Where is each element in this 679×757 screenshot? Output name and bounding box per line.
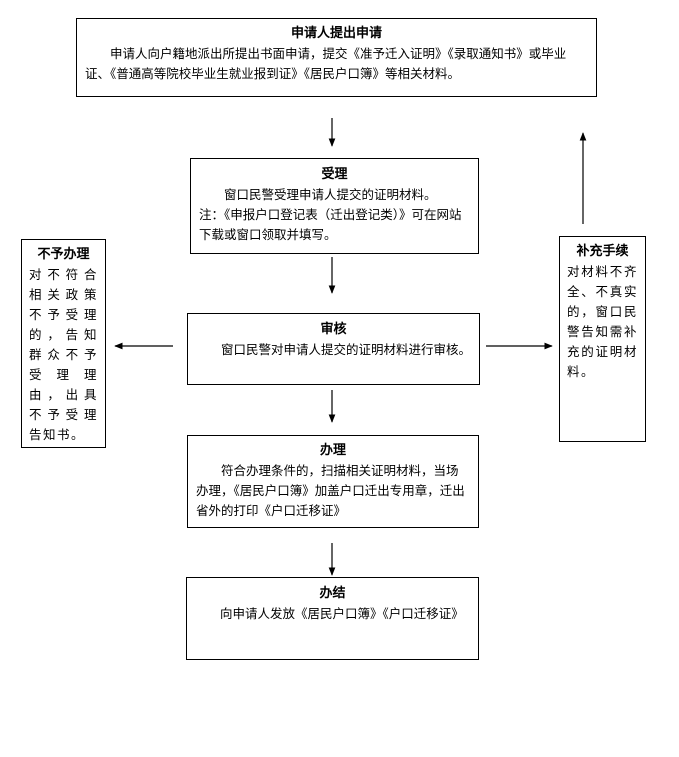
apply-body: 申请人向户籍地派出所提出书面申请，提交《准予迁入证明》《录取通知书》或毕业证、《… xyxy=(85,46,567,81)
finish-box: 办结 向申请人发放《居民户口簿》《户口迁移证》 xyxy=(186,577,479,660)
accept-body: 窗口民警受理申请人提交的证明材料。 xyxy=(224,187,437,202)
supplement-box: 补充手续 对材料不齐全、不真实的，窗口民警告知需补充的证明材料。 xyxy=(559,236,646,442)
reject-box: 不予办理 对不符合相关政策不予受理的，告知群众不予受理理由，出具不予受理告知书。 xyxy=(21,239,106,448)
supplement-body: 对材料不齐全、不真实的，窗口民警告知需补充的证明材料。 xyxy=(567,264,638,379)
reject-body: 对不符合相关政策不予受理的，告知群众不予受理理由，出具不予受理告知书。 xyxy=(29,267,98,442)
accept-title: 受理 xyxy=(321,167,348,182)
review-title: 审核 xyxy=(320,322,347,337)
finish-title: 办结 xyxy=(319,586,346,601)
process-title: 办理 xyxy=(319,443,346,458)
apply-title: 申请人提出申请 xyxy=(290,26,382,41)
apply-box: 申请人提出申请 申请人向户籍地派出所提出书面申请，提交《准予迁入证明》《录取通知… xyxy=(76,18,597,97)
supplement-title: 补充手续 xyxy=(576,244,629,259)
accept-note: 注：《申报户口登记表（迁出登记类）》可在网站下载或窗口领取并填写。 xyxy=(199,207,462,242)
finish-body: 向申请人发放《居民户口簿》《户口迁移证》 xyxy=(220,606,464,621)
accept-box: 受理 窗口民警受理申请人提交的证明材料。 注：《申报户口登记表（迁出登记类）》可… xyxy=(190,158,479,254)
process-box: 办理 符合办理条件的，扫描相关证明材料，当场办理，《居民户口簿》加盖户口迁出专用… xyxy=(187,435,479,528)
reject-title: 不予办理 xyxy=(37,247,90,262)
review-box: 审核 窗口民警对申请人提交的证明材料进行审核。 xyxy=(187,313,480,385)
review-body: 窗口民警对申请人提交的证明材料进行审核。 xyxy=(221,342,472,357)
process-body: 符合办理条件的，扫描相关证明材料，当场办理，《居民户口簿》加盖户口迁出专用章，迁… xyxy=(196,463,465,518)
